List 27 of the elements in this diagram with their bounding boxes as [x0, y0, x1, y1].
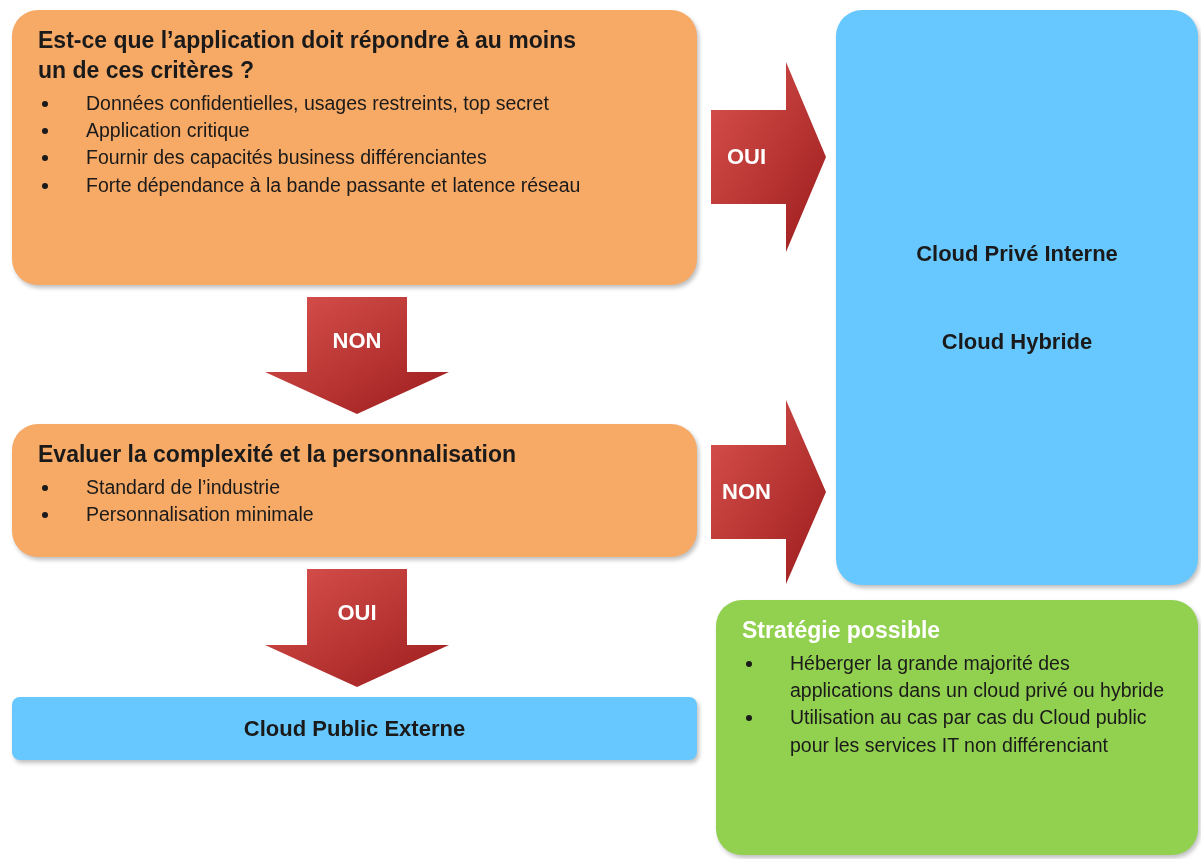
bullet-item: Standard de l’industrie: [86, 475, 281, 498]
result-box: [12, 697, 697, 760]
strategy-box: [716, 600, 1198, 855]
edge-label: NON: [332, 327, 382, 354]
edge-label: OUI: [337, 600, 377, 626]
box-heading: Evaluer la complexité et la personnalisation: [38, 440, 518, 469]
result-label: Cloud Public Externe: [243, 715, 466, 742]
result-label: Cloud Hybride: [941, 328, 1093, 355]
result-box: [836, 10, 1198, 585]
result-label: Cloud Privé Interne: [916, 240, 1118, 267]
block-arrow: [711, 62, 826, 252]
block-arrow: [711, 400, 826, 584]
block-arrow: [265, 569, 449, 687]
bullet-item: Personnalisation minimale: [86, 503, 314, 526]
bullet-item: Données confidentielles, usages restreints, top secret: [86, 91, 549, 114]
box-heading: Est-ce que l’application doit répondre à au moins un de ces critères ?: [38, 26, 578, 85]
bullet-item: Forte dépendance à la bande passante et latence réseau: [86, 173, 581, 196]
box-heading: Stratégie possible: [742, 616, 942, 645]
bullet-item: Application critique: [86, 119, 250, 142]
decision-box: [12, 424, 697, 557]
bullet-item: Fournir des capacités business différenciantes: [86, 146, 487, 169]
decision-box: [12, 10, 697, 285]
bullet-item: Héberger la grande majorité des applications dans un cloud privé ou hybride: [790, 651, 1164, 702]
edge-label: OUI: [726, 144, 767, 170]
edge-label: NON: [722, 479, 771, 505]
bullet-item: Utilisation au cas par cas du Cloud public pour les services IT non différenciant: [790, 706, 1147, 756]
block-arrow: [265, 297, 449, 414]
